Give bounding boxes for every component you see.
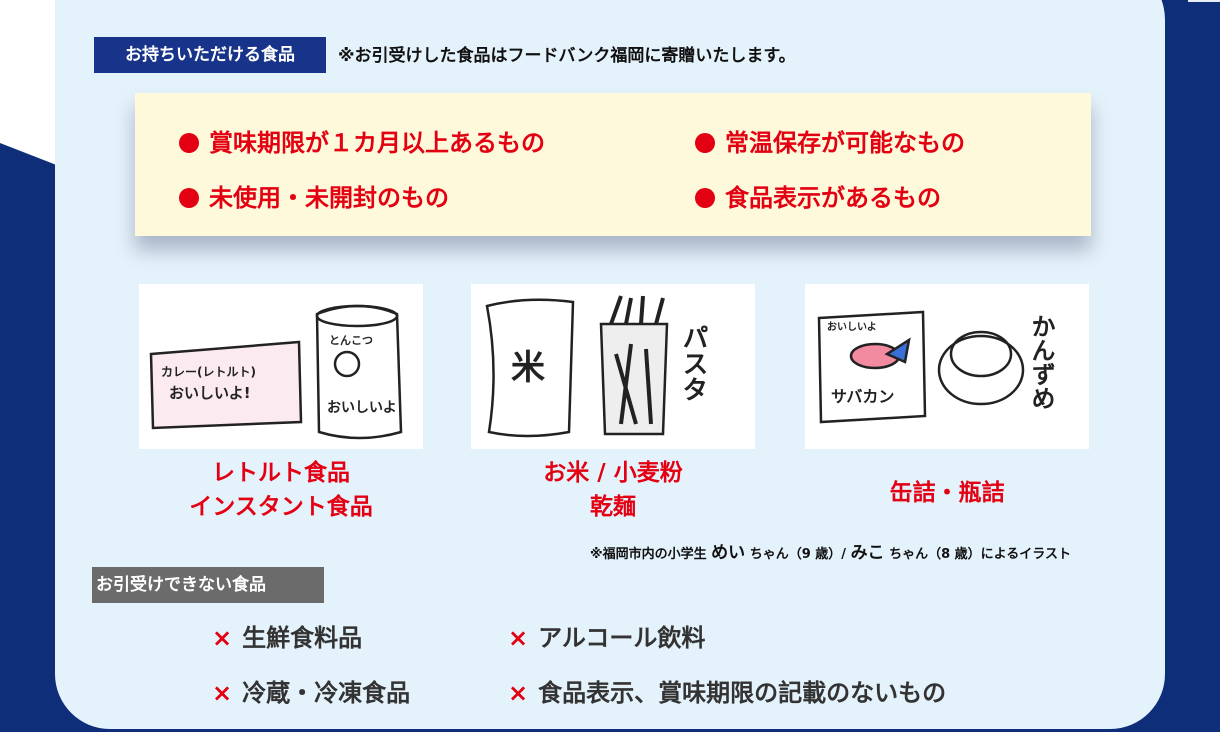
caption-line: 缶詰・瓶詰 (889, 480, 1005, 506)
condition-text: 未使用・未開封のもの (209, 184, 449, 212)
bullet-icon (695, 188, 715, 208)
drawing-text: カレー(レトルト) (161, 365, 256, 379)
condition-item: 食品表示があるもの (695, 178, 941, 213)
drawing-text: おいしいよ! (169, 384, 251, 402)
rejected-text: 冷蔵・冷凍食品 (242, 679, 411, 707)
credit-text: ※福岡市内の小学生 (590, 547, 707, 562)
caption-line: お米 / 小麦粉 (543, 460, 683, 486)
canned-food-illustration: おいしいよ サバカン かんずめ (805, 284, 1089, 449)
category-caption: お米 / 小麦粉乾麺 (463, 456, 763, 524)
rejected-item: × 冷蔵・冷凍食品 (212, 673, 410, 708)
cross-icon: × (508, 624, 529, 652)
credit-text: ちゃん（8 歳）によるイラスト (889, 547, 1072, 562)
credit-name: めい (711, 543, 746, 563)
retort-food-illustration: カレー(レトルト) おいしいよ! とんこつ おいしいよ (139, 284, 423, 449)
rice-flour-illustration: 米 パスタ (471, 284, 755, 449)
bullet-icon (695, 133, 715, 153)
rejected-title: お引受けできない食品 (92, 567, 324, 603)
condition-text: 賞味期限が１カ月以上あるもの (209, 129, 545, 157)
rejected-item: × 生鮮食料品 (212, 618, 362, 653)
caption-line: インスタント食品 (189, 494, 373, 520)
drawing-text: とんこつ (329, 334, 373, 347)
rejected-text: 生鮮食料品 (242, 624, 363, 652)
drawing-text: 米 (511, 348, 545, 388)
rejected-text: アルコール飲料 (538, 624, 706, 652)
condition-text: 常温保存が可能なもの (725, 129, 965, 157)
drawing-text: おいしいよ (327, 400, 397, 416)
rejected-item: × 食品表示、賞味期限の記載のないもの (508, 673, 946, 708)
drawing-text: パスタ (678, 324, 708, 402)
cross-icon: × (508, 679, 529, 707)
caption-line: 乾麺 (590, 494, 636, 520)
condition-item: 未使用・未開封のもの (179, 178, 449, 213)
drawing-text: サバカン (831, 387, 894, 406)
credit-name: みこ (850, 543, 885, 563)
cross-icon: × (212, 624, 233, 652)
rejected-text: 食品表示、賞味期限の記載のないもの (538, 679, 947, 707)
credit-text: ちゃん（9 歳）/ (749, 547, 847, 562)
accepted-title: お持ちいただける食品 (94, 37, 326, 73)
caption-line: レトルト食品 (212, 460, 350, 486)
accepted-note: ※お引受けした食品はフードバンク福岡に寄贈いたします。 (338, 46, 796, 66)
condition-item: 賞味期限が１カ月以上あるもの (179, 123, 545, 158)
condition-item: 常温保存が可能なもの (695, 123, 965, 158)
drawing-text: おいしいよ (827, 321, 877, 333)
conditions-box: 賞味期限が１カ月以上あるもの 常温保存が可能なもの 未使用・未開封のもの 食品表… (135, 93, 1091, 236)
illustration-credit: ※福岡市内の小学生 めい ちゃん（9 歳）/ みこ ちゃん（8 歳）によるイラス… (590, 538, 1071, 563)
category-caption: レトルト食品インスタント食品 (131, 456, 431, 524)
bullet-icon (179, 133, 199, 153)
category-caption: 缶詰・瓶詰 (797, 476, 1097, 510)
bullet-icon (179, 188, 199, 208)
cross-icon: × (212, 679, 233, 707)
background-line (1188, 0, 1220, 2)
rejected-item: × アルコール飲料 (508, 618, 705, 653)
drawing-text: かんずめ (1027, 314, 1055, 410)
condition-text: 食品表示があるもの (725, 184, 941, 212)
